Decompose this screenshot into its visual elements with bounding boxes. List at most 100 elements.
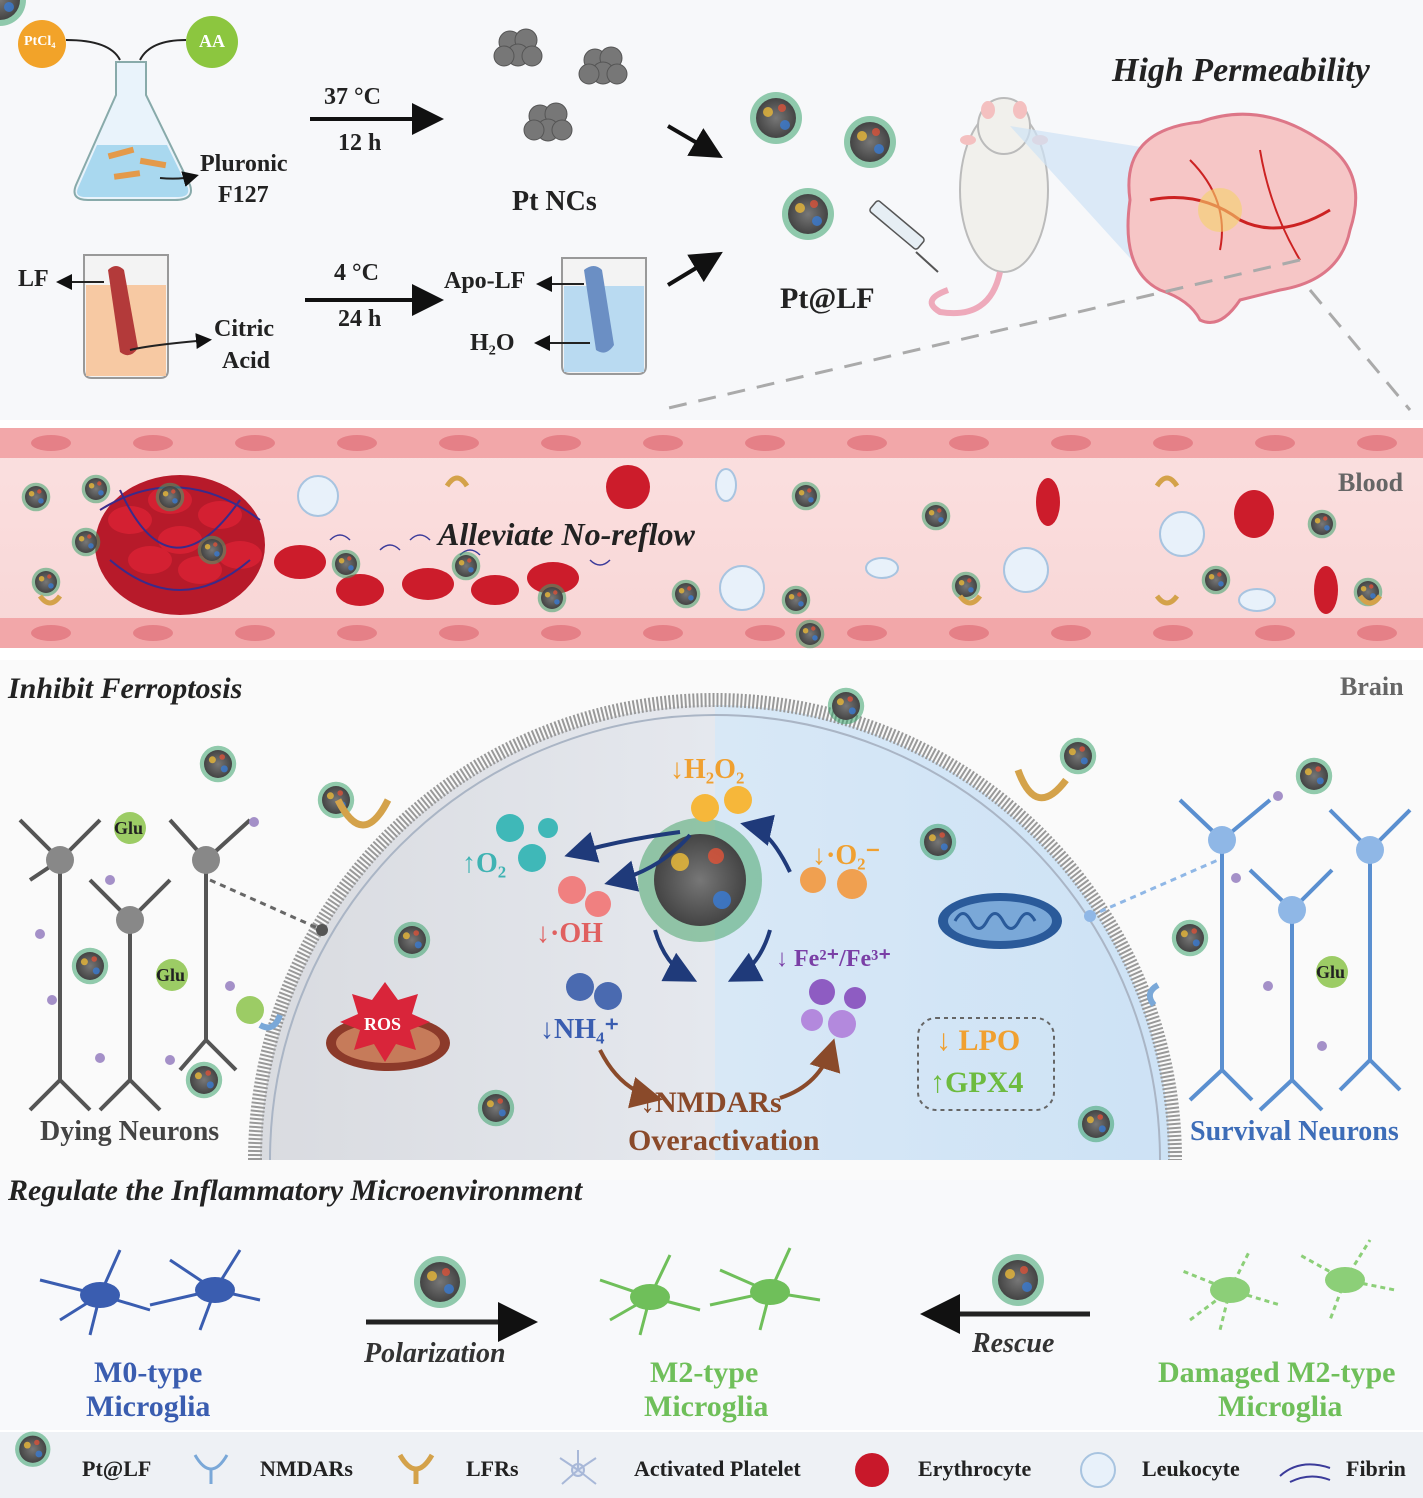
m0-label-line1: M0-type <box>94 1356 203 1389</box>
cell-membrane <box>248 693 1182 1161</box>
pt-lf-particle <box>827 687 865 725</box>
endothelial-cell <box>847 435 887 451</box>
pt-lf-particle <box>1201 565 1231 595</box>
endothelial-cell <box>1153 625 1193 641</box>
dialysis-bag <box>108 266 138 356</box>
endothelial-cell <box>1255 625 1295 641</box>
ptcl4-circle <box>18 20 66 68</box>
lpo-label: ↓ LPO <box>936 1024 1021 1057</box>
cond2-temp: 4 °C <box>334 260 379 286</box>
pt-lf-particle <box>791 481 821 511</box>
dying-neurons-drawing <box>18 818 252 1112</box>
beam <box>1010 126 1160 280</box>
o2-label: ↑O₂ <box>462 848 507 879</box>
pt-lf-particle <box>21 482 51 512</box>
pt-lf-particle <box>197 535 227 565</box>
glu-label-3: Glu <box>1316 962 1346 982</box>
flask-liquid <box>77 145 189 197</box>
fibrin-icon <box>1279 1463 1331 1483</box>
pt-lf-particle <box>1077 1105 1115 1143</box>
endothelial-cell <box>949 625 989 641</box>
endothelial-cell <box>745 625 785 641</box>
m0-microglia-drawing <box>39 1249 261 1336</box>
lf-label: LF <box>18 266 49 292</box>
cond1-temp: 37 °C <box>324 84 381 110</box>
m2-label-line1: M2-type <box>650 1356 759 1389</box>
lfrs <box>37 475 1383 606</box>
nh4-label: ↓NH₄⁺ <box>540 1014 620 1045</box>
pt-lf-particle <box>919 823 957 861</box>
pt-lf-icon <box>15 1431 51 1467</box>
pt-ncs-clusters <box>493 28 628 142</box>
legend-bar <box>0 1432 1423 1498</box>
glu-label-2: Glu <box>156 965 186 985</box>
pt-lf-particle <box>71 527 101 557</box>
endothelial-cell <box>133 625 173 641</box>
pt-lf-particle <box>71 947 109 985</box>
ros-label: ROS <box>364 1014 402 1034</box>
pt-lf-particle <box>1307 509 1337 539</box>
pt-lf-particle <box>951 571 981 601</box>
fe-label: ↓ Fe²⁺/Fe³⁺ <box>776 946 892 972</box>
pt-lf-particle <box>477 1089 515 1127</box>
lfr-receptor-left <box>334 798 392 829</box>
endothelial-cell <box>133 435 173 451</box>
endothelial-cell <box>439 435 479 451</box>
endothelial-cell <box>31 435 71 451</box>
alleviate-no-reflow-title: Alleviate No-reflow <box>438 516 695 552</box>
pt-lf-particle <box>1059 737 1097 775</box>
pt-lf-particle <box>199 745 237 783</box>
overactivation-label: Overactivation <box>628 1124 820 1157</box>
ptcl4-label: PtCl₄ <box>24 34 56 49</box>
glu-label-1: Glu <box>114 818 144 838</box>
m2-label-line2: Microglia <box>644 1390 769 1423</box>
survival-neurons-drawing <box>1178 798 1412 1112</box>
pt-lf-particle <box>795 619 825 649</box>
thrombus <box>95 475 265 615</box>
leukocytes <box>297 468 1276 612</box>
central-pt-lf <box>638 818 762 942</box>
damaged-m2-label-line2: Microglia <box>1218 1390 1343 1423</box>
legend-label-erythrocyte: Erythrocyte <box>918 1456 1032 1481</box>
endothelial-cell <box>337 625 377 641</box>
legend-label-lfrs: LFRs <box>466 1456 519 1481</box>
high-permeability-label: High Permeability <box>1112 52 1370 89</box>
endothelial-cell <box>235 625 275 641</box>
nmdars-label: ↓NMDARs <box>640 1086 782 1119</box>
legend-label-fibrin: Fibrin <box>1346 1456 1406 1481</box>
acid-label: Acid <box>222 348 270 374</box>
nmdar-icon <box>193 1454 229 1484</box>
endothelial-cell <box>541 625 581 641</box>
glu-bubble <box>114 812 146 844</box>
endothelial-cell <box>1051 625 1091 641</box>
m2-microglia-drawing <box>599 1247 821 1336</box>
endothelial-cell <box>745 435 785 451</box>
endothelial-cell <box>1357 625 1397 641</box>
pluronic-label: Pluronic <box>200 151 288 177</box>
vessel-wall-top <box>0 428 1423 458</box>
damaged-m2-label-line1: Damaged M2-type <box>1158 1356 1396 1389</box>
dying-neurons-label: Dying Neurons <box>40 1116 220 1147</box>
rescue-label: Rescue <box>972 1328 1055 1359</box>
h2o-label: H₂O <box>470 330 515 356</box>
pt-lf-particle <box>0 0 26 26</box>
damaged-m2-microglia-drawing <box>1179 1239 1396 1331</box>
endothelial-cell <box>31 625 71 641</box>
citric-label: Citric <box>214 316 274 342</box>
mitochondrion-ros <box>326 982 450 1071</box>
reaction-arrows <box>564 814 792 982</box>
gpx4-label: ↑GPX4 <box>930 1066 1024 1099</box>
pt-lf-particle <box>451 551 481 581</box>
pt-ncs-label: Pt NCs <box>512 186 597 217</box>
pt-lf-particle <box>781 585 811 615</box>
endothelial-cell <box>337 435 377 451</box>
endothelial-cell <box>949 435 989 451</box>
pt-lf-particle <box>1295 757 1333 795</box>
endothelial-cell <box>235 435 275 451</box>
pt-lf-particle <box>921 501 951 531</box>
blood-label: Blood <box>1338 468 1404 497</box>
vessel-wall-bottom <box>0 618 1423 648</box>
apo-lf-label: Apo-LF <box>444 268 526 294</box>
